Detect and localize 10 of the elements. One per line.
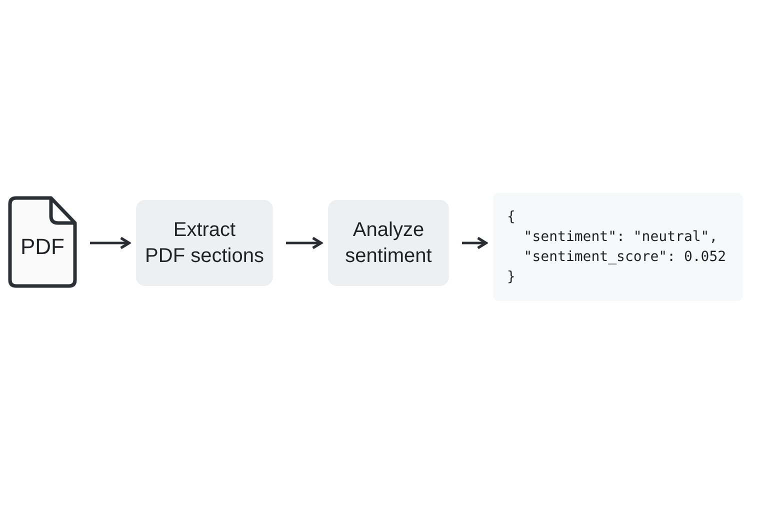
arrow: [90, 236, 130, 250]
node-label: Extract PDF sections: [145, 218, 264, 269]
code-line: }: [507, 268, 516, 287]
code-line: {: [507, 208, 516, 227]
code-line: "sentiment": "neutral",: [522, 228, 718, 247]
arrow: [286, 236, 322, 250]
node-label: Analyze sentiment: [345, 218, 432, 269]
node-label: PDF: [20, 234, 66, 260]
arrow: [462, 236, 488, 250]
code-line: "sentiment_score": 0.052: [522, 248, 726, 267]
